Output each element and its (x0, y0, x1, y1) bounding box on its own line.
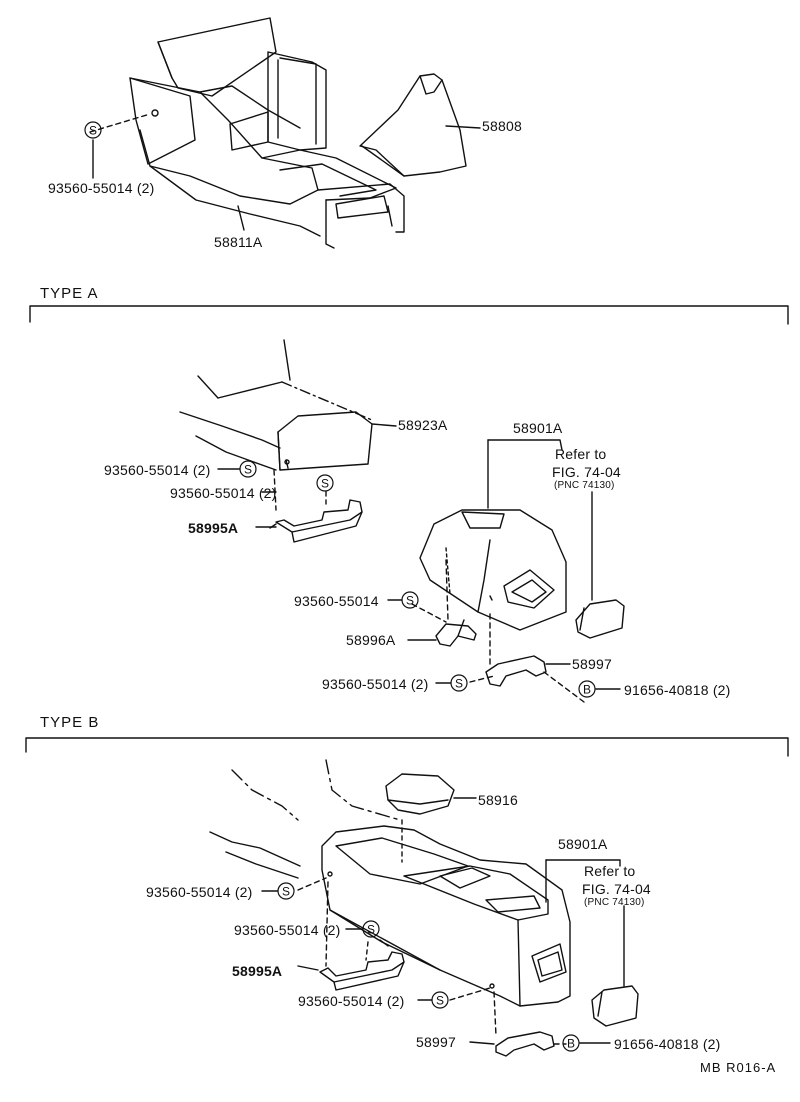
lid-58916-drawing (385, 773, 477, 815)
screw-symbol-b1: S (277, 882, 295, 900)
label-58995A-a: 58995A (188, 520, 239, 536)
diagram-code: MB R016-A (700, 1060, 777, 1075)
label-58996A: 58996A (346, 632, 396, 648)
symbol-circles: S S S S S B S S (84, 121, 596, 1052)
bolt-symbol-a: B (578, 680, 596, 698)
bracket-58997-type-b-drawing (297, 877, 567, 1057)
svg-text:S: S (321, 477, 329, 491)
cover-74130-type-b-drawing (591, 905, 639, 1027)
bolt-symbol-b: B (562, 1034, 580, 1052)
label-58808: 58808 (482, 118, 522, 134)
screw-symbol-b3: S (431, 991, 449, 1009)
svg-text:S: S (244, 463, 252, 477)
label-screw-armrest: 93560-55014 (2) (104, 462, 211, 478)
type-a-section-bracket (29, 305, 789, 325)
label-58811A: 58811A (214, 234, 263, 250)
label-pnc-a: (PNC 74130) (554, 480, 615, 491)
label-fig-b: FIG. 74-04 (582, 881, 651, 897)
label-58997-a: 58997 (572, 656, 612, 672)
label-58916: 58916 (478, 792, 518, 808)
label-screw-top: 93560-55014 (2) (48, 180, 155, 196)
label-leaders (217, 468, 621, 1044)
label-screw-bracket-a: 93560-55014 (2) (170, 485, 277, 501)
cover-74130-type-a-drawing (575, 491, 625, 639)
label-screw-rear-b: 93560-55014 (2) (298, 993, 405, 1009)
section-title-type-a: TYPE A (40, 285, 99, 302)
section-title-type-b: TYPE B (40, 714, 100, 731)
label-screw-bracket-b: 93560-55014 (2) (234, 922, 341, 938)
console-58811A-drawing (89, 17, 405, 249)
screw-symbol-a1: S (239, 460, 257, 478)
label-refer-to-b: Refer to (584, 863, 636, 879)
svg-text:S: S (89, 124, 97, 138)
svg-text:S: S (455, 677, 463, 691)
shift-boot-58808-drawing (359, 73, 481, 177)
top-leaders (92, 139, 245, 231)
label-58995A-b: 58995A (232, 963, 283, 979)
screw-symbol-top: S (84, 121, 102, 139)
type-b-section-bracket (25, 737, 789, 757)
svg-text:B: B (583, 683, 591, 697)
bracket-58995A-type-a-drawing (269, 499, 363, 543)
screw-symbol-a4: S (450, 674, 468, 692)
label-screw-lower-a: 93560-55014 (2) (322, 676, 429, 692)
label-bolt-a: 91656-40818 (2) (624, 682, 731, 698)
screw-symbol-a3: S (401, 591, 419, 609)
label-58923A: 58923A (398, 417, 448, 433)
box-58901A-type-a-drawing (419, 439, 567, 631)
label-screw-front-b: 93560-55014 (2) (146, 884, 253, 900)
label-58901A-b: 58901A (558, 836, 608, 852)
label-58901A-a: 58901A (513, 420, 563, 436)
screw-symbol-a2: S (316, 474, 334, 492)
armrest-58923A-drawing (179, 339, 397, 511)
svg-text:S: S (406, 594, 414, 608)
svg-text:S: S (436, 994, 444, 1008)
label-fig-a: FIG. 74-04 (552, 464, 621, 480)
label-screw-single: 93560-55014 (294, 593, 379, 609)
bracket-58996A-drawing (411, 559, 477, 647)
label-refer-to-a: Refer to (555, 446, 607, 462)
svg-text:S: S (282, 885, 290, 899)
bracket-58997-type-a-drawing (469, 613, 585, 703)
svg-text:B: B (567, 1037, 575, 1051)
svg-text:S: S (367, 923, 375, 937)
bracket-58995A-type-b-drawing (297, 881, 405, 991)
label-pnc-b: (PNC 74130) (584, 897, 645, 908)
label-58997-b: 58997 (416, 1034, 456, 1050)
label-bolt-b: 91656-40818 (2) (614, 1036, 721, 1052)
